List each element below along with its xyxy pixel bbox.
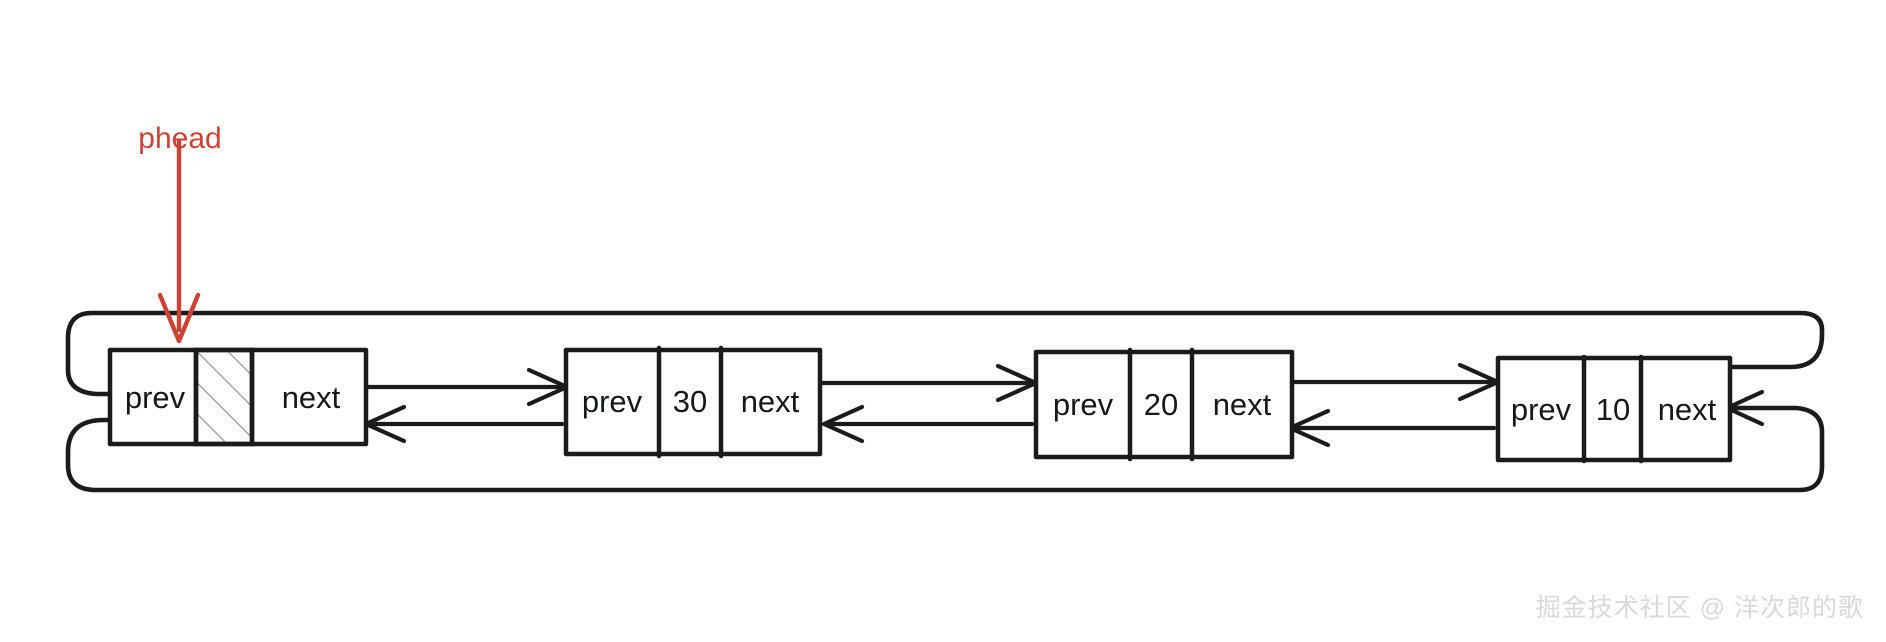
node-10-data-label: 10 [1596,392,1630,427]
phead-label: phead [138,122,221,155]
node-30-data-label: 30 [673,384,707,419]
node-30[interactable]: prev 30 next [563,345,823,459]
link-node20-to-node30-prev [821,404,1035,444]
node-20-box [1033,349,1295,460]
node-10-next-label: next [1658,392,1717,427]
node-sentinel-data-cell-hatched [193,347,255,447]
link-sentinel-to-node30-next [363,367,570,407]
node-30-box [563,347,823,457]
node-sentinel-prev-label: prev [125,380,186,415]
link-node20-to-node10-next [1287,362,1501,402]
node-20-data-label: 20 [1144,387,1178,422]
node-sentinel-next-label: next [282,380,341,415]
link-node10-to-node20-prev [1287,408,1497,448]
phead-arrow-icon [157,292,201,344]
node-20-next-label: next [1213,387,1272,422]
node-20-prev-label: prev [1053,387,1114,422]
node-20[interactable]: prev 20 next [1033,347,1295,462]
node-30-prev-label: prev [582,384,643,419]
node-10-prev-label: prev [1511,392,1572,427]
phead-pointer: phead [138,122,222,344]
node-10[interactable]: prev 10 next [1495,354,1733,464]
link-node30-to-node20-next [817,363,1039,403]
node-10-box [1495,355,1733,463]
node-sentinel[interactable]: prev next [107,347,369,447]
link-node30-to-sentinel-prev [363,404,565,444]
node-30-next-label: next [741,384,800,419]
watermark-text: 掘金技术社区 @ 洋次郎的歌 [1535,594,1864,622]
